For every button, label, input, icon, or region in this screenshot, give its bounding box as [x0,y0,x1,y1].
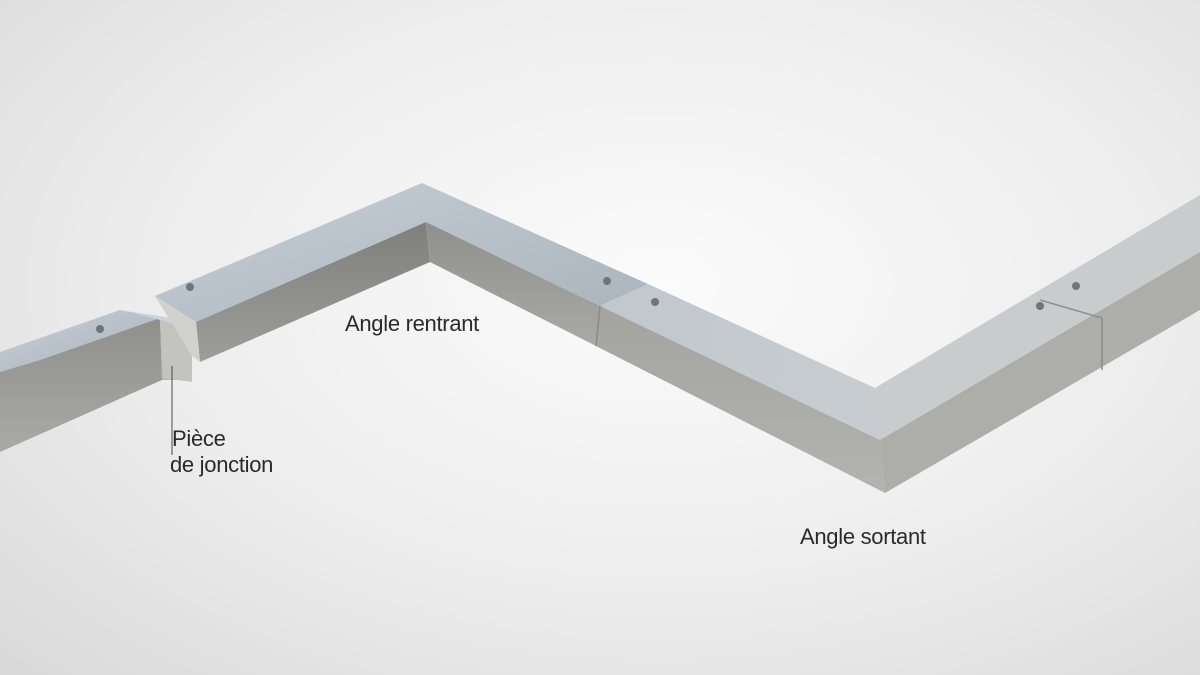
label-piece-de-jonction: Pièce de jonction [170,426,274,478]
label-angle-sortant: Angle sortant [800,524,926,549]
screw-hole-icon [96,325,104,333]
label-piece-line2: de jonction [170,452,274,477]
screw-hole-icon [1072,282,1080,290]
screw-hole-icon [186,283,194,291]
outer-corner-segment [595,195,1200,493]
inner-corner-segment [155,183,648,362]
label-piece-line1: Pièce [172,426,226,451]
screw-hole-icon [603,277,611,285]
label-angle-rentrant: Angle rentrant [345,311,479,336]
screw-hole-icon [651,298,659,306]
screw-hole-icon [1036,302,1044,310]
